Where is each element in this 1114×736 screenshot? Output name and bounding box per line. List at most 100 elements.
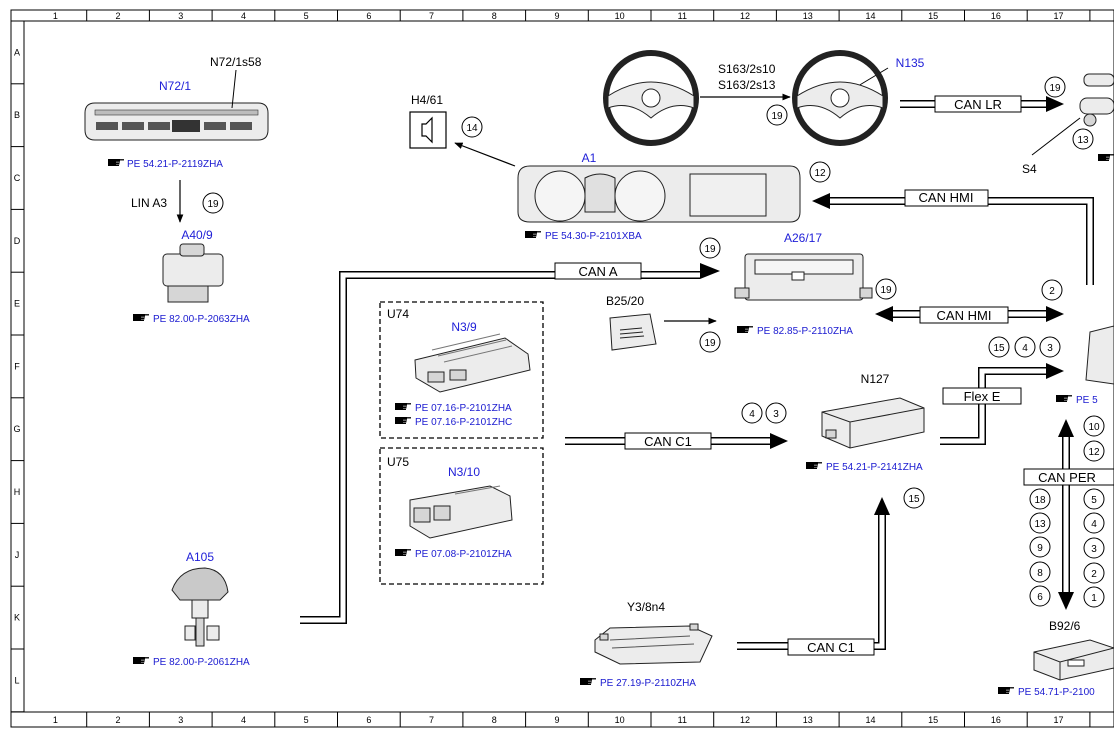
a105-ref[interactable]: PE 82.00-P-2061ZHA <box>153 657 250 668</box>
speaker-icon <box>409 111 447 149</box>
h4-61-circle: 14 <box>466 123 478 134</box>
s163-2s13-label: S163/2s13 <box>718 78 776 92</box>
n3-10-ref[interactable]: PE 07.08-P-2101ZHA <box>415 549 512 560</box>
pointing-hand-icon <box>805 461 823 470</box>
n72-1-control-panel <box>84 69 269 141</box>
y3-8n4-label: Y3/8n4 <box>627 600 665 614</box>
n72-1-label: N72/1 <box>159 79 191 93</box>
y3-8n4-ref[interactable]: PE 27.19-P-2110ZHA <box>600 678 696 689</box>
grid-column-label: 15 <box>928 715 938 725</box>
bus-labels: CAN LR CAN HMI CAN A CAN HMI CAN C1 CAN … <box>131 95 1114 656</box>
can-c1-bottom-label: CAN C1 <box>807 640 855 655</box>
n127-up-circle: 15 <box>908 494 920 505</box>
a40-9-ref[interactable]: PE 82.00-P-2063ZHA <box>153 314 250 325</box>
b25-20-circle: 19 <box>704 338 716 349</box>
grid-column-label: 7 <box>429 11 434 21</box>
a26-17-ref[interactable]: PE 82.85-P-2110ZHA <box>757 326 853 337</box>
grid-column-label: 9 <box>554 715 559 725</box>
b92-6-ref[interactable]: PE 54.71-P-2100 <box>1018 687 1095 698</box>
grid-column-label: 2 <box>116 715 121 725</box>
per-circle-l3: 9 <box>1037 543 1043 554</box>
n72-1-ref[interactable]: PE 54.21-P-2119ZHA <box>127 159 223 170</box>
per-circle-l4: 8 <box>1037 568 1043 579</box>
flex-circle-c: 3 <box>1047 343 1053 354</box>
pointing-hand-icon <box>1097 153 1114 162</box>
flex-circle-a: 15 <box>993 343 1005 354</box>
bus-lines <box>176 67 1094 650</box>
grid-column-label: 11 <box>678 11 687 21</box>
n127-label: N127 <box>861 372 890 386</box>
steering-wheel-left <box>603 50 699 146</box>
flex-e-label: Flex E <box>964 389 1001 404</box>
grid-column-label: 10 <box>615 11 625 21</box>
b25-20-label: B25/20 <box>606 294 644 308</box>
s163-2s10-label: S163/2s10 <box>718 62 776 76</box>
per-circle-r6: 2 <box>1091 569 1097 580</box>
grid-column-label: 14 <box>865 11 875 21</box>
a105-label: A105 <box>186 550 214 564</box>
grid-column-label: 7 <box>429 715 434 725</box>
per-circle-r5: 3 <box>1091 544 1097 555</box>
a1-instrument-cluster <box>517 165 801 223</box>
lin-a3-circle: 19 <box>207 199 219 210</box>
can-hmi-right-circle: 2 <box>1049 286 1055 297</box>
u74-group: U74 <box>379 301 544 439</box>
can-c1-mid-label: CAN C1 <box>644 434 692 449</box>
n3-9-ref-1[interactable]: PE 07.16-P-2101ZHA <box>415 403 512 414</box>
n127-ref[interactable]: PE 54.21-P-2141ZHA <box>826 462 923 473</box>
lin-a3-label: LIN A3 <box>131 196 167 210</box>
grid-column-label: 11 <box>678 715 687 725</box>
can-a-label: CAN A <box>578 264 617 279</box>
a105-gear-selector <box>171 567 229 647</box>
grid-row-label: A <box>14 47 20 57</box>
right-ref-top[interactable]: PE 5 <box>1076 395 1098 406</box>
grid-row-label: K <box>14 613 20 623</box>
grid-row-label: C <box>14 173 21 183</box>
per-circle-r7: 1 <box>1091 593 1097 604</box>
pointing-hand-icon <box>1055 394 1073 403</box>
n3-9-label: N3/9 <box>451 320 477 334</box>
grid-column-label: 1 <box>53 715 58 725</box>
grid-column-label: 15 <box>928 11 938 21</box>
a1-circle: 12 <box>814 168 826 179</box>
n3-9-ref-2[interactable]: PE 07.16-P-2101ZHC <box>415 417 512 428</box>
can-c1-circle-b: 3 <box>773 409 779 420</box>
grid-column-label: 16 <box>991 715 1001 725</box>
u75-label: U75 <box>387 455 409 469</box>
grid-column-label: 5 <box>304 11 309 21</box>
u75-group: U75 <box>379 447 544 585</box>
drawing-frame <box>10 9 1114 728</box>
b92-6-sensor <box>1033 639 1114 681</box>
grid-column-label: 5 <box>304 715 309 725</box>
grid-column-label: 12 <box>740 11 750 21</box>
a1-ref[interactable]: PE 54.30-P-2101XBA <box>545 231 642 242</box>
steering-circle: 19 <box>771 111 783 122</box>
u74-label: U74 <box>387 307 409 321</box>
per-circle-l1: 18 <box>1034 495 1046 506</box>
a40-9-label: A40/9 <box>181 228 213 242</box>
grid-column-label: 12 <box>740 715 750 725</box>
can-hmi-left-circle: 19 <box>880 285 892 296</box>
per-circle-l2: 13 <box>1034 519 1046 530</box>
grid-column-label: 17 <box>1054 715 1064 725</box>
can-hmi-top-label: CAN HMI <box>919 190 974 205</box>
grid-column-label: 8 <box>492 715 497 725</box>
a1-label: A1 <box>582 151 597 165</box>
grid-column-label: 13 <box>803 11 813 21</box>
a26-17-unit <box>734 253 873 301</box>
grid-column-label: 14 <box>865 715 875 725</box>
grid-column-label: 4 <box>241 715 246 725</box>
pointing-hand-icon <box>524 230 542 239</box>
grid-row-label: H <box>14 487 21 497</box>
b92-6-label: B92/6 <box>1049 619 1081 633</box>
per-circle-r4: 4 <box>1091 519 1097 530</box>
pointing-hand-icon <box>997 686 1015 695</box>
grid-column-label: 3 <box>178 715 183 725</box>
y3-8n4-controller <box>594 623 713 665</box>
can-a-circle: 19 <box>704 244 716 255</box>
grid-column-label: 2 <box>116 11 121 21</box>
a40-9-module <box>162 243 224 303</box>
